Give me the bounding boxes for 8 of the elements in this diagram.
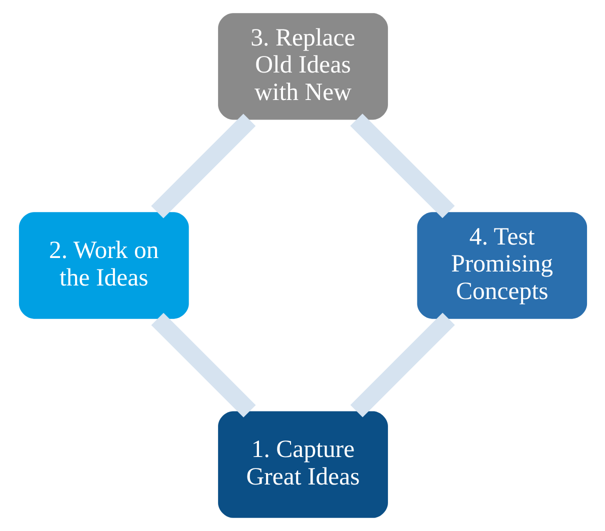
- connector: [350, 312, 454, 418]
- node-box: 1. Capture Great Ideas: [218, 411, 388, 518]
- node-box: 2. Work on the Ideas: [18, 212, 188, 319]
- connector: [150, 114, 256, 218]
- connector: [150, 312, 256, 418]
- node-box: 3. Replace Old Ideas with New: [218, 13, 388, 120]
- node-box: 4. Test Promising Concepts: [416, 212, 587, 319]
- connector: [350, 114, 454, 218]
